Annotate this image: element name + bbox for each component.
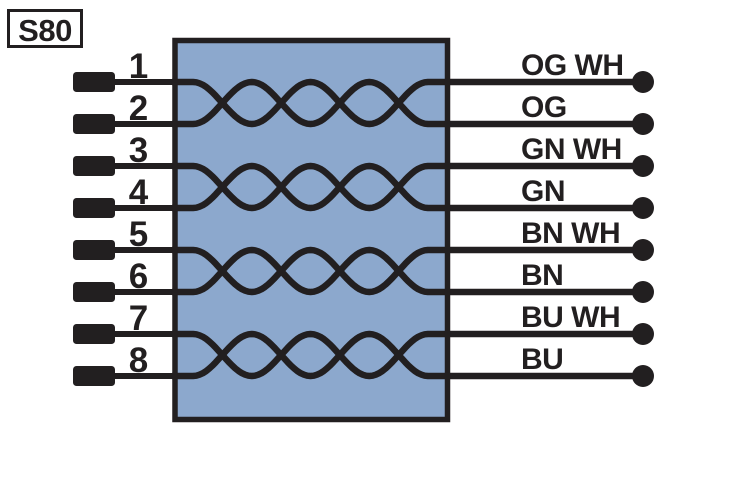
wire-color-label: BN [521,259,563,292]
pin-terminal [73,72,115,92]
wire-color-label: GN [521,175,565,208]
pin-row-1: 1 OG WH [73,47,654,93]
pin-terminal [73,198,115,218]
wire-end-dot [632,365,654,387]
wire-end-dot [632,71,654,93]
cable-jacket-border [172,37,451,423]
pin-terminal [73,240,115,260]
wire-color-label: OG [521,91,567,124]
pin-number: 3 [129,131,148,170]
twist-wire-top [172,246,450,296]
reference-tag-label: S80 [18,13,72,48]
twist-wire-bottom [172,78,450,128]
pin-terminal [73,114,115,134]
pin-row-5: 5 BN WH [73,215,654,261]
pin-terminal [73,282,115,302]
wire-end-dot [632,197,654,219]
twist-wire-top [172,78,450,128]
wire-end-dot [632,239,654,261]
pin-number: 6 [129,257,148,296]
pin-terminal [73,156,115,176]
wire-color-label: BU WH [521,301,620,334]
pin-row-4: 4 GN [73,173,654,219]
pin-row-7: 7 BU WH [73,299,654,345]
reference-tag-box [7,9,83,48]
pin-terminal [73,366,115,386]
pin-row-3: 3 GN WH [73,131,654,177]
pin-number: 2 [129,89,148,128]
wire-end-dot [632,155,654,177]
diagram-reference-tag: S80 [7,9,83,48]
twisted-pairs-group [172,78,450,380]
pin-terminal [73,324,115,344]
twist-wire-bottom [172,246,450,296]
pin-number: 7 [129,299,147,338]
pin-number: 4 [129,173,149,212]
wire-end-dot [632,323,654,345]
pin-number: 1 [129,47,148,86]
twist-wire-top [172,330,450,380]
pin-number: 8 [129,341,148,380]
pin-row-6: 6 BN [73,257,654,303]
wire-color-label: BU [521,343,563,376]
wire-end-dot [632,281,654,303]
twisted-pair-1-2 [172,78,450,128]
twisted-pair-5-6 [172,246,450,296]
pin-rows-group: 1 OG WH 2 OG 3 GN WH 4 GN 5 BN WH 6 BN 7 BU WH 8 BU [73,47,654,387]
pin-row-2: 2 OG [73,89,654,135]
wire-color-label: GN WH [521,133,622,166]
pin-number: 5 [129,215,148,254]
wire-color-label: OG WH [521,49,624,82]
twist-wire-bottom [172,330,450,380]
twist-wire-top [172,162,450,212]
twist-wire-bottom [172,162,450,212]
wire-color-label: BN WH [521,217,620,250]
twisted-pair-7-8 [172,330,450,380]
pin-row-8: 8 BU [73,341,654,387]
wire-end-dot [632,113,654,135]
twisted-pair-3-4 [172,162,450,212]
